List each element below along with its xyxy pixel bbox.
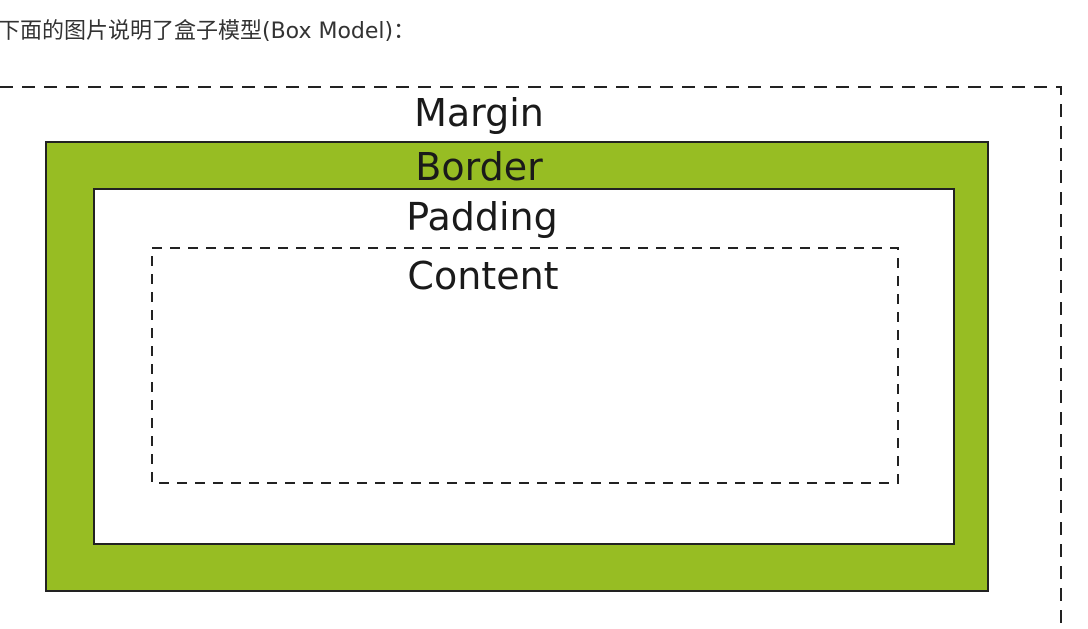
content-label: Content: [407, 254, 558, 298]
content-box: [151, 247, 899, 484]
padding-box: [93, 188, 955, 545]
padding-label: Padding: [406, 195, 558, 239]
intro-text: 下面的图片说明了盒子模型(Box Model)：: [0, 19, 416, 44]
margin-outline: [0, 86, 1062, 629]
border-label: Border: [415, 145, 543, 189]
margin-label: Margin: [414, 91, 544, 135]
